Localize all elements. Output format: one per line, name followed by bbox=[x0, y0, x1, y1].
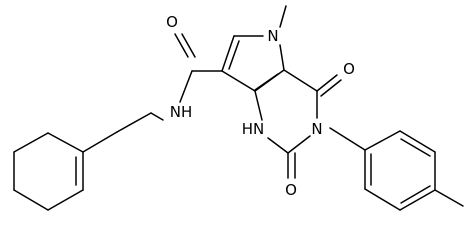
bond-cyc5-cyc6 bbox=[47, 189, 84, 211]
atom-o-top: O bbox=[343, 60, 355, 78]
atom-nh-amide: NH bbox=[170, 103, 193, 121]
bond-carbonyl-a bbox=[174, 33, 189, 58]
bond-ar2-ar3-inner bbox=[400, 138, 431, 157]
bond-amide-cn bbox=[179, 70, 193, 103]
atom-o-bottom: O bbox=[285, 181, 297, 199]
bond-c7-c6-inner bbox=[228, 40, 240, 70]
molecule-diagram: O NH N O HN N O bbox=[13, 5, 464, 211]
bond-ar4-methyl bbox=[434, 189, 464, 207]
bond-nh-ch2a bbox=[150, 112, 164, 121]
bond-n1-c7a bbox=[254, 90, 263, 121]
bond-carbonyl-b bbox=[181, 33, 196, 58]
atom-n-methyl: N bbox=[267, 27, 278, 45]
bond-cyc4-cyc5 bbox=[13, 189, 49, 211]
bond-cyc2-cyc3 bbox=[13, 132, 49, 153]
bond-c7-c6 bbox=[221, 35, 235, 72]
bond-ar5-ar6 bbox=[364, 188, 401, 211]
bond-c2-n1 bbox=[267, 137, 289, 154]
bond-ar1-ar2 bbox=[364, 130, 401, 151]
bond-c4-o-a bbox=[316, 74, 338, 92]
bond-ar2-ar3 bbox=[399, 130, 436, 153]
bond-c4a-c4 bbox=[283, 69, 318, 92]
bond-ar4-ar5 bbox=[399, 189, 436, 211]
bond-ch2b-cyc bbox=[82, 131, 118, 153]
bond-n3-c2 bbox=[287, 135, 311, 154]
bond-n3-aryl bbox=[329, 127, 366, 151]
atom-hn-ring: HN bbox=[242, 120, 265, 138]
atom-n-ring: N bbox=[311, 120, 322, 138]
structure-svg: O NH N O HN N O bbox=[13, 5, 464, 211]
bond-ch2a-ch2b bbox=[116, 112, 152, 133]
atom-o-amide: O bbox=[166, 13, 178, 31]
bond-n5-c4a bbox=[279, 44, 285, 71]
bond-cyc1-cyc2 bbox=[47, 132, 84, 153]
bond-c4-o-b bbox=[320, 79, 342, 97]
bond-c7a-c7 bbox=[221, 70, 256, 92]
bond-ar4-ar5-inner bbox=[400, 185, 431, 204]
bond-n5-methyl bbox=[279, 5, 287, 28]
bond-c4a-c7a-inner bbox=[254, 73, 279, 91]
